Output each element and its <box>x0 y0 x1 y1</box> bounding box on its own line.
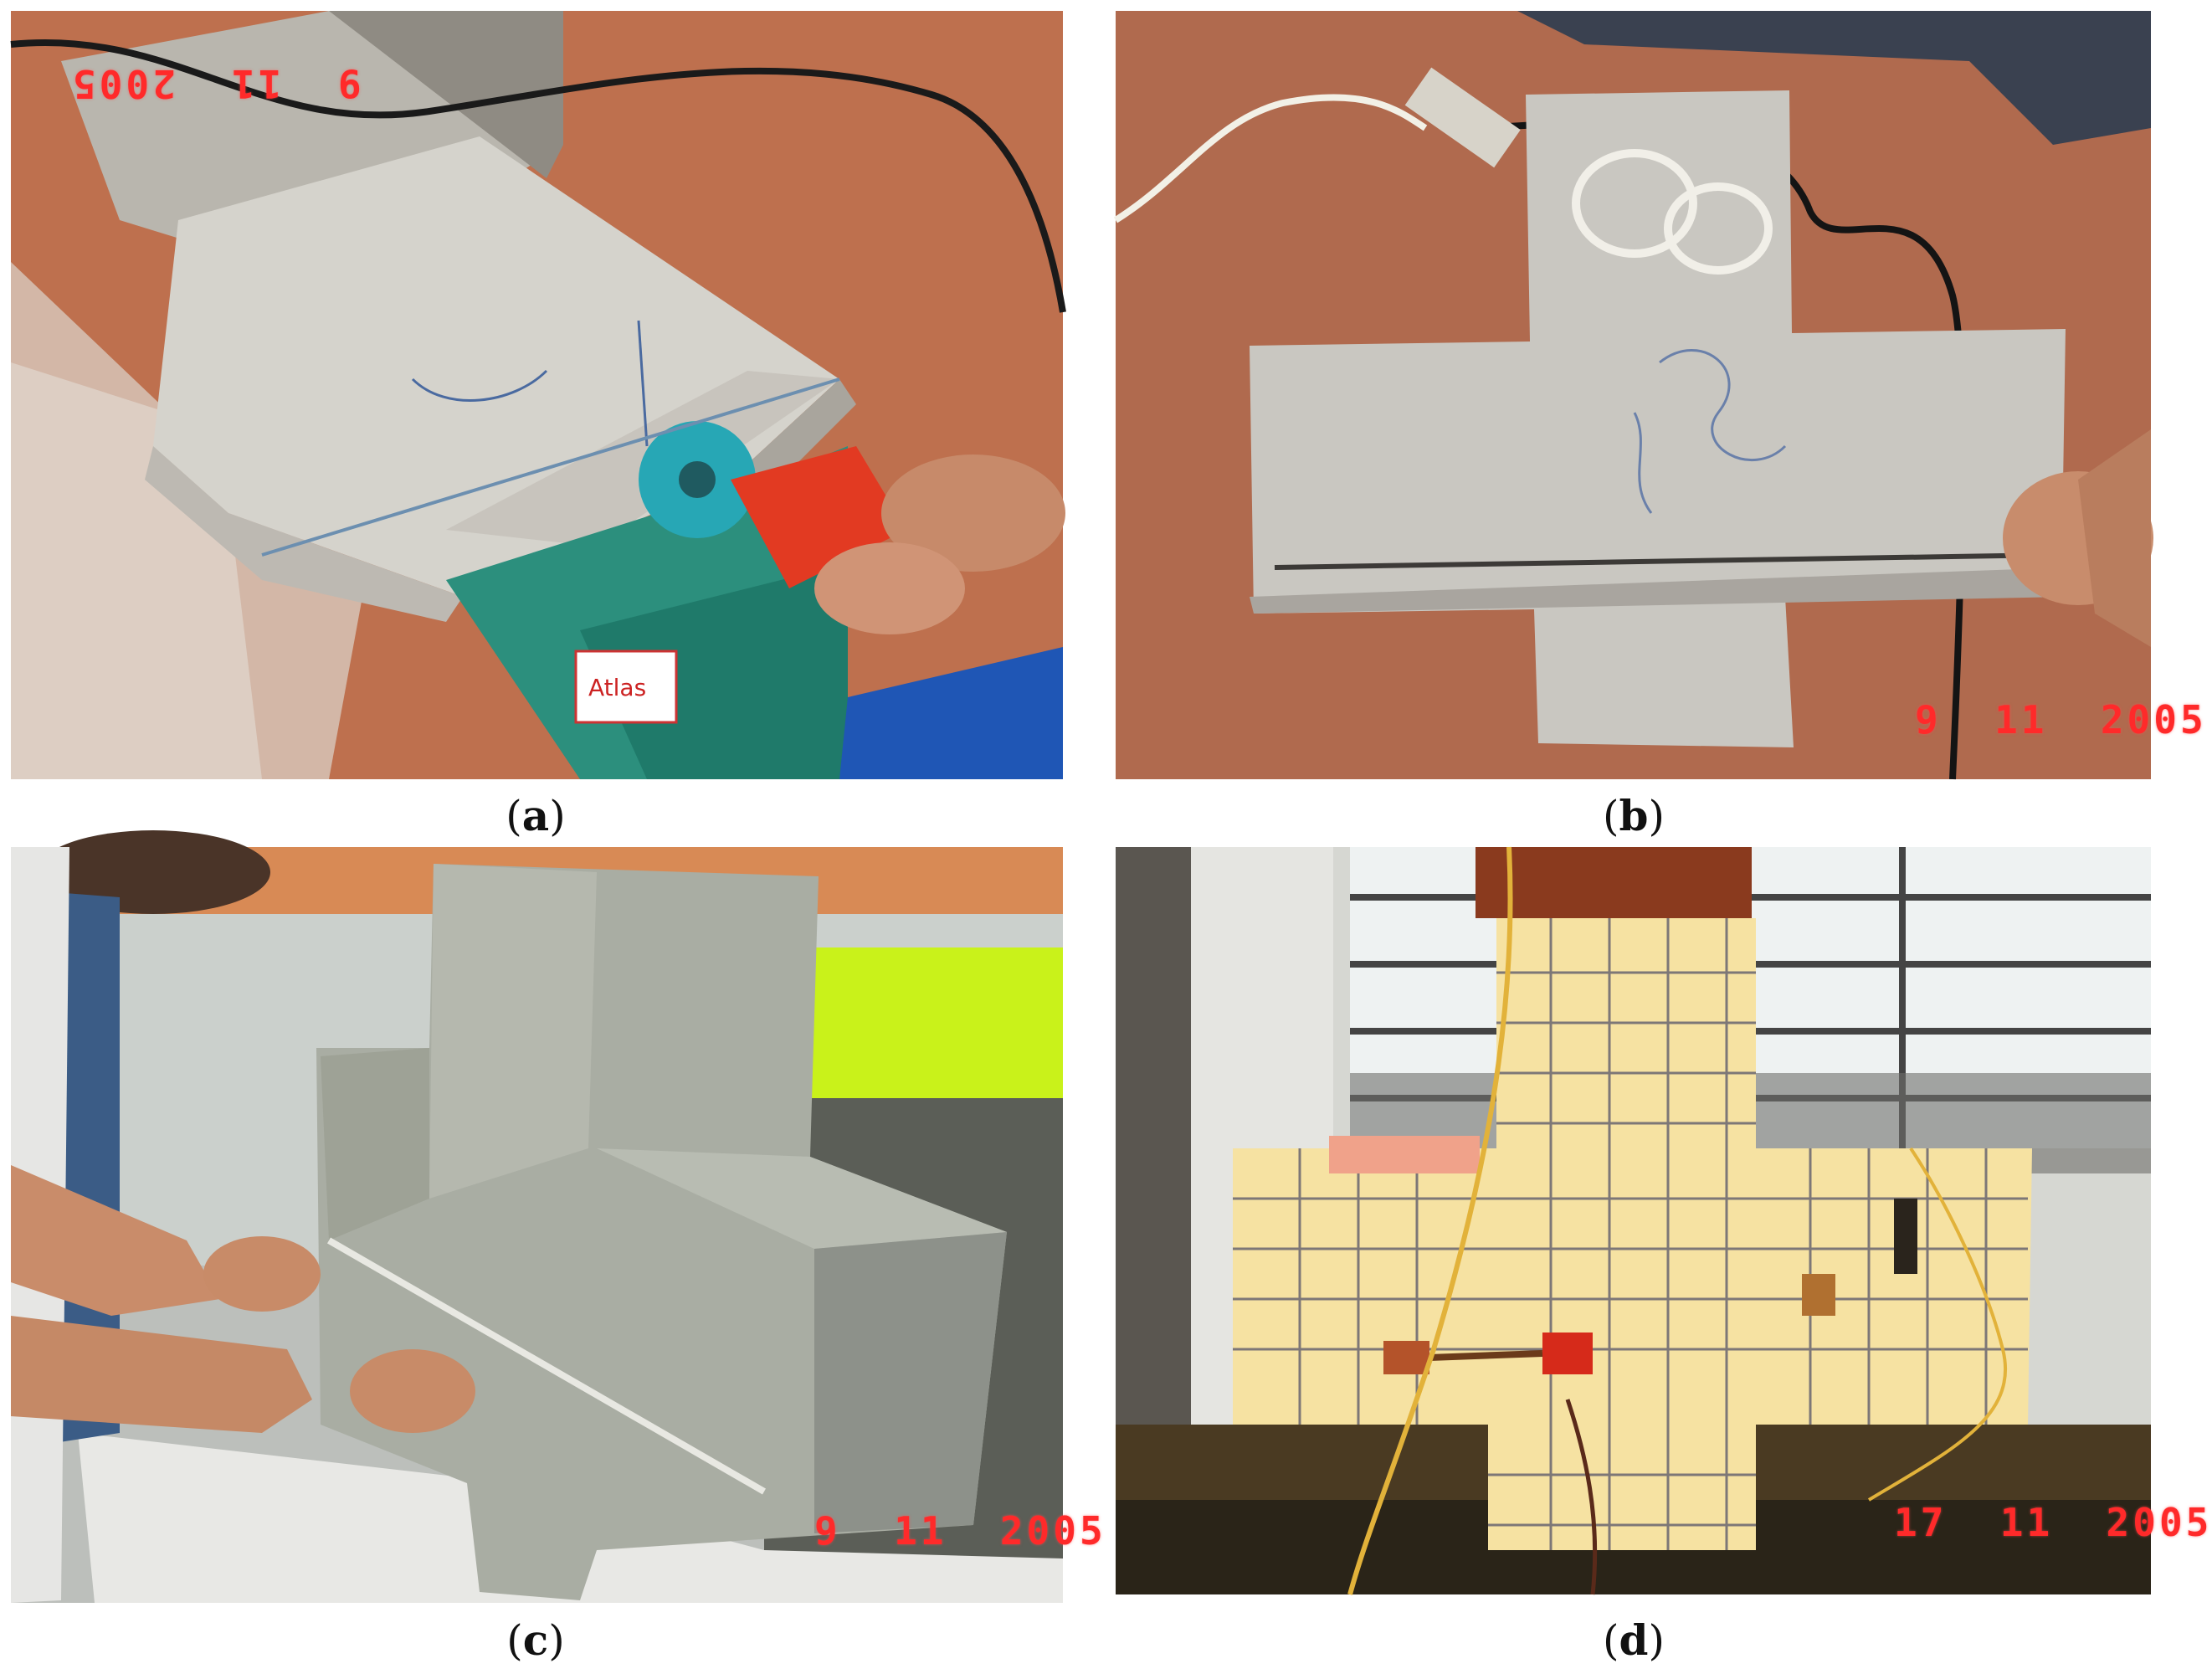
photo-panel-c: 9 11 2005 <box>11 830 1103 1603</box>
caption-b: (b) <box>1603 791 1665 840</box>
photo-a-illustration: Atlas <box>10 11 1066 779</box>
date-stamp-d: 17 11 2005 <box>1894 1500 2212 1545</box>
photo-panel-d: 17 11 2005 <box>1116 846 2209 1595</box>
date-stamp-c: 9 11 2005 <box>814 1508 1106 1553</box>
photo-panel-a: Atlas 9 11 2005 <box>10 11 1066 779</box>
photo-panel-b: 9 11 2005 <box>1113 11 2204 780</box>
date-stamp-b: 9 11 2005 <box>1915 697 2207 742</box>
photo-d-illustration <box>1116 846 2151 1595</box>
caption-a: (a) <box>506 791 566 840</box>
photo-c-illustration <box>11 830 1063 1603</box>
caption-d: (d) <box>1603 1615 1665 1665</box>
caption-c: (c) <box>506 1615 565 1665</box>
date-stamp-a: 9 11 2005 <box>69 61 362 106</box>
sticker-label: Atlas <box>588 674 646 701</box>
photo-b-illustration <box>1113 11 2153 780</box>
